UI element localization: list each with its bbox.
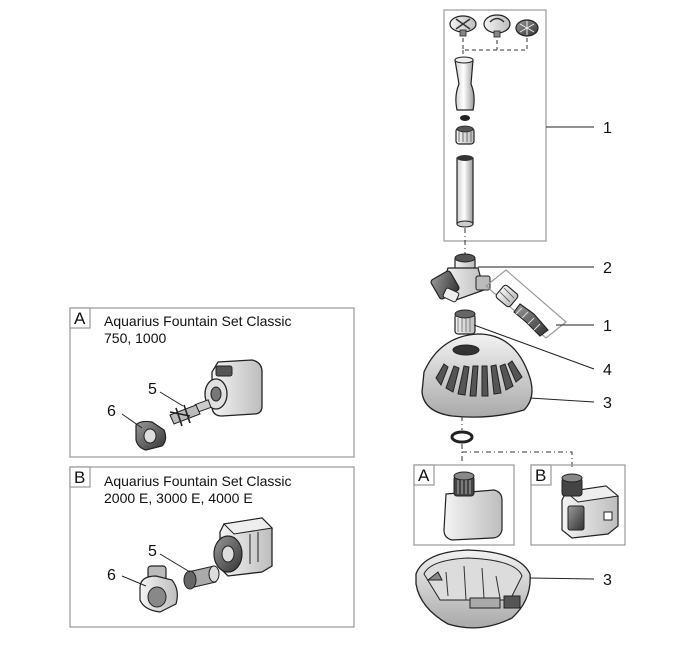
nozzle-head-3: [515, 19, 539, 37]
pump-cover: [421, 333, 533, 418]
nozzle-head-1: [449, 15, 477, 37]
panel-a-title-line2: 750, 1000: [104, 330, 166, 346]
panel-a-pump-illustration: [204, 359, 263, 417]
panel-a-callout-5: 5: [148, 381, 157, 398]
leader-3-base: [529, 577, 595, 580]
nozzle-extension: [454, 59, 475, 111]
pump-adapter: [454, 309, 476, 335]
panel-b-callout-6: 6: [107, 567, 116, 584]
pump-option-a-letter: A: [418, 466, 430, 485]
axis-line-branch: [462, 451, 573, 470]
panel-b-impeller: [183, 565, 220, 590]
nozzle-head-2: [483, 14, 511, 38]
panel-a: A Aquarius Fountain Set Classic 750, 100…: [69, 307, 355, 458]
side-outlet-group: [485, 269, 567, 339]
panel-b-impeller-cover: [139, 565, 178, 613]
callout-1-top: 1: [603, 120, 612, 137]
panel-a-impeller: [169, 399, 212, 427]
panel-a-title-line1: Aquarius Fountain Set Classic: [104, 313, 292, 329]
callout-3-cover: 3: [603, 395, 612, 412]
panel-b-leader-5: [159, 553, 191, 573]
callout-1-side: 1: [603, 318, 612, 335]
panel-b-title-line2: 2000 E, 3000 E, 4000 E: [104, 490, 253, 506]
callout-2: 2: [603, 260, 612, 277]
base-tray: [415, 549, 531, 629]
panel-b-letter-box: [69, 466, 91, 488]
nozzle-set-group: [443, 9, 547, 242]
side-outlet-hose-nozzle: [513, 303, 549, 337]
diverter-valve: [430, 253, 491, 303]
panel-a-leader-5: [159, 391, 184, 407]
panel-b-letter: B: [74, 468, 85, 487]
telescope-tube: [456, 155, 474, 228]
panel-b-leader-6: [121, 575, 147, 587]
panel-a-leader-6: [121, 413, 143, 429]
pump-b-body: [561, 473, 620, 539]
leader-4: [473, 324, 595, 370]
panel-b: B Aquarius Fountain Set Classic 2000 E, …: [69, 466, 355, 628]
panel-b-callout-5: 5: [148, 543, 157, 560]
panel-a-letter: A: [74, 309, 86, 328]
panel-a-callout-6: 6: [107, 403, 116, 420]
leader-3-cover: [529, 397, 595, 403]
pump-option-a: A: [413, 464, 515, 546]
panel-a-impeller-cover: [135, 420, 167, 451]
panel-b-pump-illustration: [213, 517, 274, 577]
pump-option-b: B: [530, 464, 626, 546]
side-outlet-connector: [495, 284, 519, 308]
callout-3-base: 3: [603, 572, 612, 589]
side-outlet-frame: [485, 269, 567, 339]
panel-b-title-line1: Aquarius Fountain Set Classic: [104, 473, 292, 489]
panel-a-frame: [69, 307, 355, 458]
panel-a-letter-box: [69, 307, 91, 329]
telescope-connector: [455, 125, 475, 145]
panel-b-frame: [69, 466, 355, 628]
pump-option-a-frame: [413, 464, 515, 546]
o-ring: [450, 430, 474, 444]
nozzle-set-frame: [443, 9, 547, 242]
pump-option-b-letter: B: [535, 466, 546, 485]
callout-4: 4: [603, 362, 612, 379]
pump-option-b-frame: [530, 464, 626, 546]
pump-a-body: [443, 471, 503, 541]
